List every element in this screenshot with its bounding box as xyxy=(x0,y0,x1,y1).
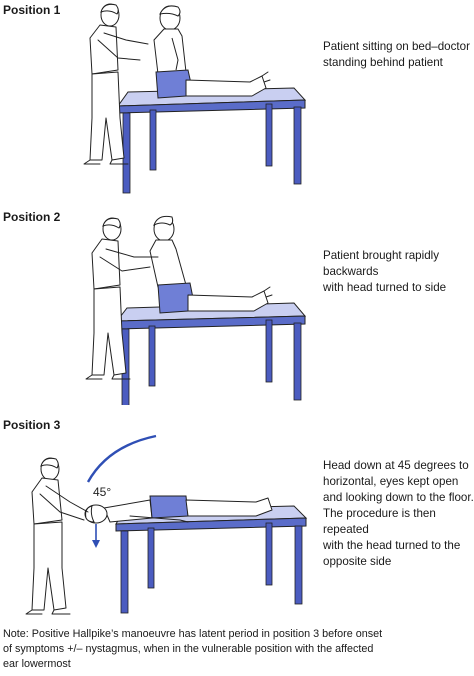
angle-indicator xyxy=(86,434,157,548)
position-1-illustration xyxy=(83,3,307,194)
position-1-label: Position 1 xyxy=(3,3,61,17)
doctor-figure xyxy=(85,217,159,380)
position-2-illustration xyxy=(85,215,307,405)
position-2-label: Position 2 xyxy=(3,210,61,224)
doctor-figure xyxy=(83,3,149,165)
examination-table xyxy=(117,87,307,194)
patient-figure xyxy=(149,215,273,314)
position-1-description: Patient sitting on bed–doctor standing b… xyxy=(323,40,470,69)
patient-figure xyxy=(84,495,273,524)
angle-label: 45° xyxy=(93,485,111,499)
position-3-label: Position 3 xyxy=(3,418,61,432)
examination-table xyxy=(115,302,307,405)
position-3-illustration: 45° xyxy=(25,434,308,615)
position-2-description: Patient brought rapidly backwards with h… xyxy=(323,249,447,294)
position-3-description: Head down at 45 degrees to horizontal, e… xyxy=(323,459,474,568)
patient-figure xyxy=(153,5,271,99)
doctor-figure xyxy=(25,457,89,615)
examination-table xyxy=(115,505,308,614)
footnote: Note: Positive Hallpike’s manoeuvre has … xyxy=(3,628,383,670)
